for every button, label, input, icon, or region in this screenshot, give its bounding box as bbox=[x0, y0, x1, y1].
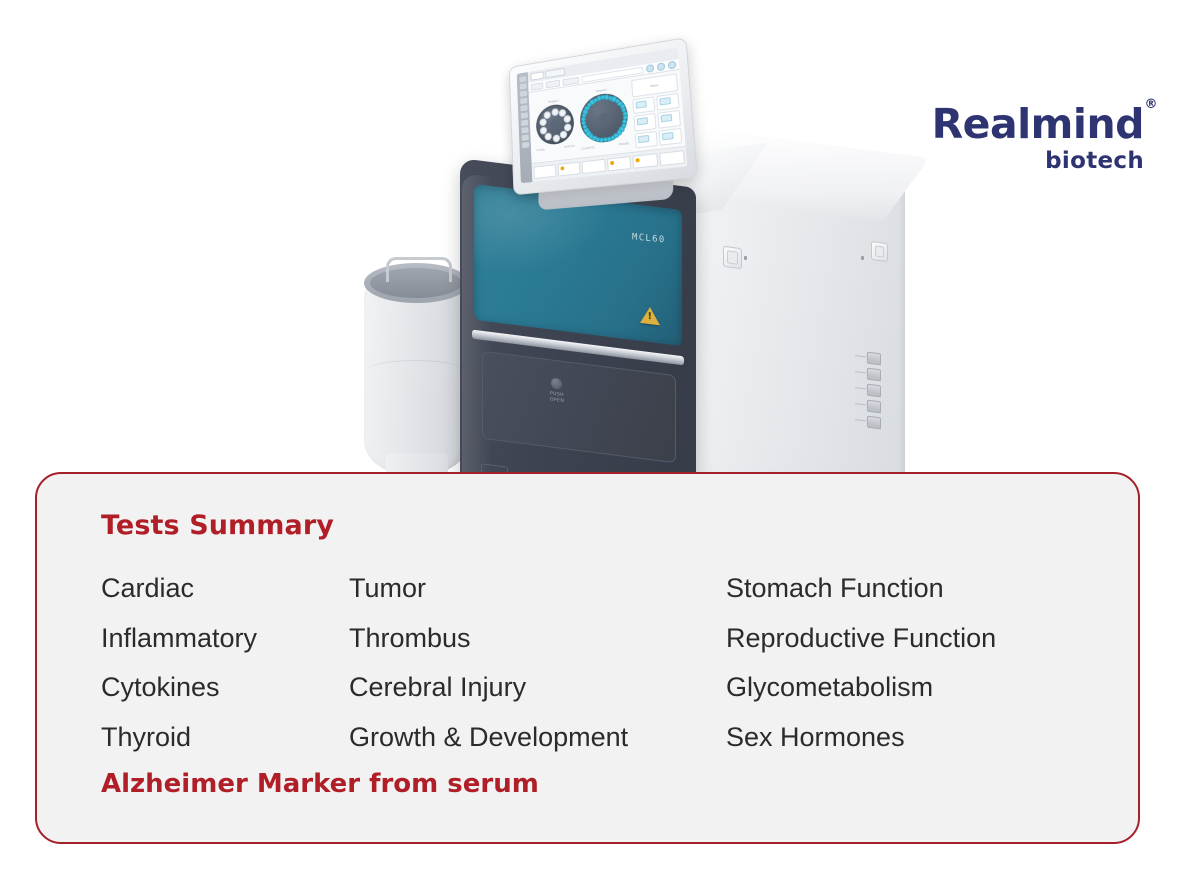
reaction-rotor-widget[interactable]: Reaction CUVETTE PROBE bbox=[578, 85, 629, 151]
rotor-slot bbox=[596, 95, 602, 102]
brand-name-text: Realmind bbox=[931, 100, 1145, 148]
side-latch-handle-lower bbox=[723, 245, 742, 270]
reagent-rotor-label-1: R-Disk bbox=[536, 147, 545, 152]
list-item: Reproductive Function bbox=[726, 622, 997, 653]
software-main-area: Reagent R-Disk STATUS Reaction bbox=[527, 47, 688, 183]
toolbar-button-1[interactable] bbox=[530, 81, 544, 91]
status-cell-4[interactable] bbox=[657, 110, 681, 129]
port-usb bbox=[867, 399, 881, 414]
port-lan bbox=[867, 351, 881, 366]
sidebar-item-4[interactable] bbox=[519, 97, 527, 105]
brand-name: Realmind® bbox=[932, 98, 1158, 145]
reaction-rotor-dial[interactable] bbox=[578, 90, 629, 145]
status-cell-1[interactable] bbox=[632, 96, 656, 115]
list-item: Sex Hormones bbox=[726, 721, 905, 752]
status-cell-2[interactable] bbox=[656, 92, 680, 112]
reagent-cylinder-seam bbox=[366, 360, 464, 381]
connector-port-stack bbox=[855, 348, 885, 444]
toolbar-button-2[interactable] bbox=[545, 79, 561, 88]
list-item: Cytokines bbox=[101, 672, 220, 702]
port-usb2 bbox=[867, 415, 881, 430]
tab-1[interactable] bbox=[530, 71, 544, 81]
registered-trademark-icon: ® bbox=[1144, 97, 1158, 112]
toolbar-icon-2[interactable] bbox=[656, 62, 666, 72]
list-item: Stomach Function bbox=[726, 573, 944, 603]
reaction-rotor-hub bbox=[598, 112, 609, 124]
reaction-rotor-labels: CUVETTE PROBE bbox=[581, 141, 629, 150]
sidebar-item-6[interactable] bbox=[520, 112, 528, 119]
sidebar-item-2[interactable] bbox=[519, 83, 527, 90]
list-item: Thyroid bbox=[101, 721, 192, 752]
rotor-visualisation-area: Reagent R-Disk STATUS Reaction bbox=[531, 81, 632, 160]
port-com1 bbox=[867, 367, 881, 382]
rotor-slot bbox=[563, 115, 571, 124]
action-button-1[interactable] bbox=[533, 164, 556, 180]
reagent-rotor-widget[interactable]: Reagent R-Disk STATUS bbox=[534, 97, 575, 152]
port-tick-4 bbox=[855, 403, 866, 406]
list-item: Glycometabolism bbox=[726, 672, 934, 702]
sidebar-item-3[interactable] bbox=[519, 90, 527, 97]
port-tick-2 bbox=[855, 371, 866, 374]
reagent-rotor-dial[interactable] bbox=[534, 101, 575, 147]
side-latch-handle-upper bbox=[871, 240, 888, 263]
port-tick-5 bbox=[855, 419, 866, 422]
toolbar-icon-1[interactable] bbox=[645, 63, 655, 73]
toolbar-button-3[interactable] bbox=[562, 76, 580, 86]
port-com2 bbox=[867, 383, 881, 398]
reaction-rotor-label-1: CUVETTE bbox=[581, 145, 595, 151]
tests-list: Cardiac Tumor Stomach Function Inflammat… bbox=[101, 564, 1108, 762]
sidebar-item-9[interactable] bbox=[521, 134, 529, 141]
status-cell-6[interactable] bbox=[658, 127, 683, 146]
sidebar-item-10[interactable] bbox=[521, 141, 529, 149]
list-item: Inflammatory bbox=[101, 622, 258, 653]
reagent-rotor-labels: R-Disk STATUS bbox=[537, 144, 575, 152]
action-button-2[interactable] bbox=[557, 161, 581, 177]
device-model-label: MCL60 bbox=[632, 232, 666, 246]
status-cell-3[interactable] bbox=[633, 113, 657, 132]
brand-logo: Realmind® biotech bbox=[932, 98, 1158, 174]
rotor-slot bbox=[552, 133, 560, 143]
reagent-rotor-label-2: STATUS bbox=[564, 143, 575, 149]
sample-compartment-glass-door[interactable]: MCL60 bbox=[474, 183, 682, 347]
list-item: Thrombus bbox=[349, 622, 471, 653]
brand-tagline: biotech bbox=[1045, 148, 1144, 174]
port-tick-1 bbox=[855, 355, 866, 358]
page-title: Tests Summary bbox=[101, 510, 334, 541]
sidebar-item-5[interactable] bbox=[520, 105, 528, 112]
sidebar-item-1[interactable] bbox=[518, 76, 526, 83]
alzheimer-marker-note: Alzheimer Marker from serum bbox=[101, 769, 539, 799]
warning-triangle-icon-door bbox=[640, 305, 660, 326]
list-item: Cerebral Injury bbox=[349, 672, 527, 702]
port-tick-3 bbox=[855, 387, 866, 390]
list-item: Tumor bbox=[349, 573, 427, 603]
rotor-slot bbox=[544, 132, 553, 141]
sidebar-item-8[interactable] bbox=[520, 127, 529, 134]
list-item: Cardiac bbox=[101, 573, 195, 603]
status-cell-5[interactable] bbox=[634, 130, 658, 149]
drawer-push-open-label: PUSH OPEN bbox=[549, 391, 565, 404]
rotor-slot bbox=[539, 118, 547, 127]
rotor-slot bbox=[543, 111, 552, 120]
side-latch-screw-upper bbox=[861, 256, 864, 260]
side-latch-screw-lower bbox=[744, 256, 747, 260]
drawer-push-button[interactable] bbox=[551, 377, 562, 390]
action-button-3[interactable] bbox=[581, 158, 606, 175]
reagent-cylinder-handle bbox=[386, 257, 452, 282]
action-button-6[interactable] bbox=[658, 150, 685, 167]
action-button-5[interactable] bbox=[632, 153, 658, 169]
software-status-sidebar: Status bbox=[631, 73, 683, 149]
action-button-4[interactable] bbox=[606, 156, 632, 172]
status-cell-grid bbox=[632, 92, 683, 149]
rotor-slot bbox=[550, 107, 559, 117]
rotor-slot bbox=[559, 130, 568, 139]
list-item: Growth & Development bbox=[349, 721, 629, 752]
reagent-rotor-hub bbox=[549, 118, 560, 130]
toolbar-icon-3[interactable] bbox=[667, 60, 677, 70]
tests-summary-card: Tests Summary Cardiac Tumor Stomach Func… bbox=[35, 472, 1140, 844]
reaction-rotor-label-2: PROBE bbox=[618, 141, 630, 147]
sidebar-item-7[interactable] bbox=[520, 119, 528, 127]
